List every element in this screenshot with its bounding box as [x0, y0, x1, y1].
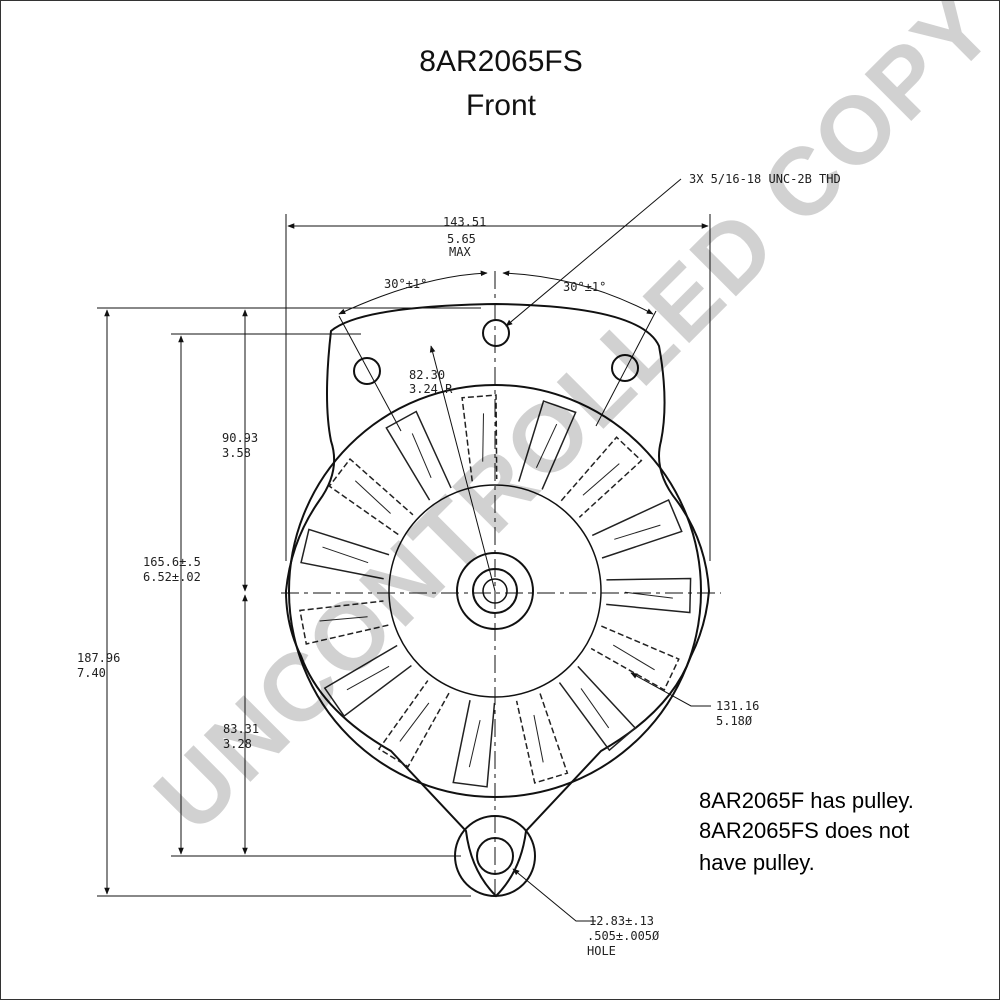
- pulley-note-line-1: 8AR2065F has pulley.: [699, 788, 914, 813]
- overall-height-mm-label: 187.96: [77, 651, 120, 665]
- fan-blade: [323, 644, 412, 718]
- fan-blade-slot: [354, 480, 391, 514]
- fan-blade-slot: [319, 616, 368, 622]
- angle-right-label: 30°±1°: [563, 280, 606, 294]
- thread-leader: [505, 178, 682, 327]
- fan-blade: [461, 394, 498, 482]
- mount-height-in-label: 6.52±.02: [143, 570, 201, 584]
- pulley-note-line-2: 8AR2065FS does not: [699, 818, 910, 843]
- fan-blade-slot: [614, 524, 661, 540]
- upper-height-in-label: 3.58: [222, 446, 251, 460]
- fan-blade-slot: [399, 702, 430, 742]
- angle-arc-left: [338, 270, 488, 315]
- pulley-note-line-3: have pulley.: [699, 850, 815, 875]
- radius-mm-label: 82.30: [409, 368, 445, 382]
- fan-blade-slot: [411, 433, 432, 478]
- fan-blade-slot: [624, 591, 673, 599]
- fan-blade-slot: [580, 688, 610, 729]
- hole-in-label: .505±.005Ø: [587, 929, 660, 943]
- mount-hole-right: [611, 354, 639, 382]
- angle-line-right: [595, 310, 657, 427]
- fan-blades: [299, 394, 692, 788]
- mount-height-mm-label: 165.6±.5: [143, 555, 201, 569]
- angle-arc-right: [502, 270, 654, 315]
- fan-blade: [300, 528, 390, 580]
- mount-hole-top: [482, 319, 510, 347]
- fan-blade-slot: [322, 546, 369, 564]
- lower-height-mm-label: 83.31: [223, 722, 259, 736]
- fan-blade: [328, 457, 414, 536]
- fan-blade: [515, 693, 569, 784]
- mount-hole-left: [353, 357, 381, 385]
- fan-blade-slot: [346, 665, 390, 691]
- fan-blade-slot: [533, 714, 544, 763]
- fan-blade-slot: [535, 423, 558, 468]
- angle-line-left: [338, 315, 402, 432]
- fan-blade: [606, 577, 692, 614]
- fan-blade: [591, 498, 683, 559]
- fan-blade-slot: [612, 644, 655, 671]
- fan-blade: [558, 665, 637, 752]
- fan-blade: [452, 700, 496, 788]
- hole-text-label: HOLE: [587, 944, 616, 958]
- width-max-label: MAX: [449, 245, 471, 259]
- width-in-label: 5.65: [447, 232, 476, 246]
- body-dia-in-label: 5.18Ø: [716, 714, 753, 728]
- lower-height-in-label: 3.28: [223, 737, 252, 751]
- radius-leader: [429, 345, 496, 592]
- hole-mm-label: 12.83±.13: [589, 914, 654, 928]
- body-dia-leader: [630, 672, 711, 707]
- fan-blade-slot: [468, 720, 481, 768]
- fan-blade: [518, 400, 577, 490]
- upper-height-mm-label: 90.93: [222, 431, 258, 445]
- hole-leader: [512, 868, 596, 922]
- fan-blade: [377, 680, 450, 768]
- radius-in-label: 3.24 R: [409, 382, 453, 396]
- width-mm-label: 143.51: [443, 215, 486, 229]
- overall-height-in-label: 7.40: [77, 666, 106, 680]
- fan-blade: [299, 600, 389, 645]
- fan-blade-slot: [482, 413, 484, 462]
- fan-blade: [385, 410, 452, 501]
- view-subtitle: Front: [465, 89, 537, 122]
- fan-blade: [560, 436, 643, 518]
- fan-blade: [590, 625, 680, 691]
- angle-left-label: 30°±1°: [384, 277, 427, 291]
- part-number-title: 8AR2065FS: [419, 45, 583, 78]
- housing-outline: [284, 302, 711, 898]
- body-dia-mm-label: 131.16: [716, 699, 759, 713]
- thread-label: 3X 5/16-18 UNC-2B THD: [689, 172, 841, 186]
- fan-blade-slot: [582, 463, 620, 496]
